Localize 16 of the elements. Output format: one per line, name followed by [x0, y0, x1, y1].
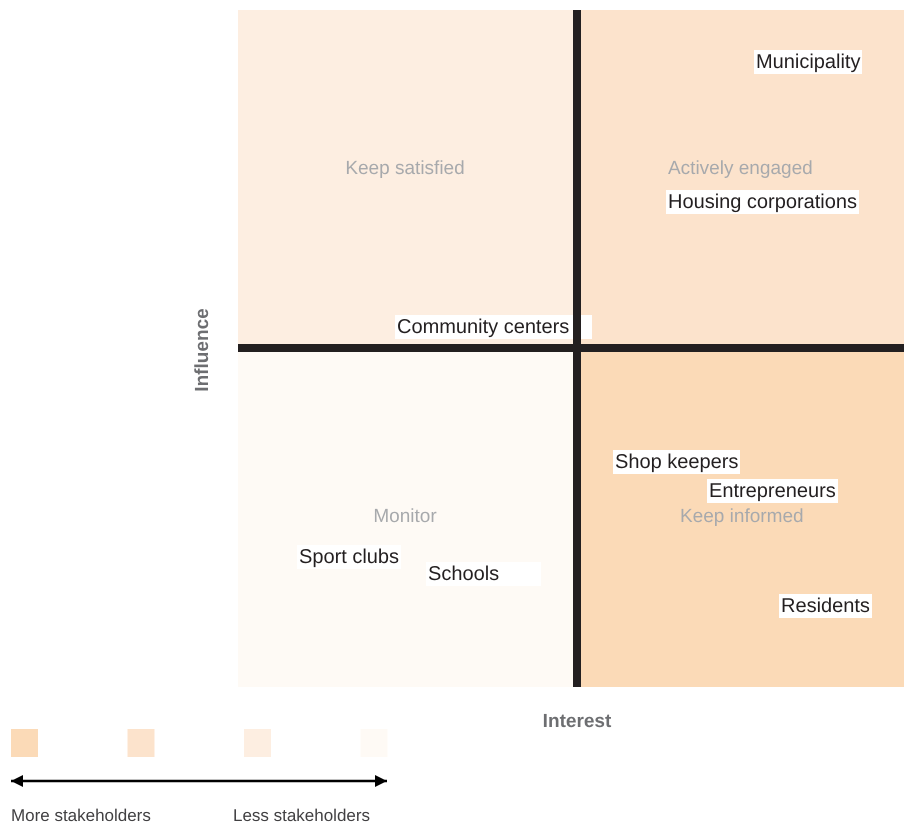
stakeholder-label: Community centers: [395, 315, 592, 339]
stakeholder-label: Housing corporations: [666, 190, 859, 214]
scale-label: Less stakeholders: [233, 806, 370, 823]
quadrant-label: Monitor: [373, 506, 437, 528]
stakeholder-label: Schools: [426, 562, 541, 586]
stakeholder-label: Municipality: [754, 50, 862, 74]
stakeholder-label: Shop keepers: [613, 450, 740, 474]
stakeholder-label: Residents: [779, 594, 872, 618]
axis-title: Influence: [192, 308, 214, 392]
quadrant-label: Actively engaged: [668, 158, 813, 180]
quadrant-label: Keep informed: [680, 506, 804, 528]
stakeholder-label: Entrepreneurs: [707, 479, 838, 503]
quadrant-label: Keep satisfied: [345, 158, 465, 180]
scale-label: More stakeholders: [11, 806, 151, 823]
axis-title: Interest: [542, 711, 612, 733]
stakeholder-label: Sport clubs: [297, 545, 402, 569]
